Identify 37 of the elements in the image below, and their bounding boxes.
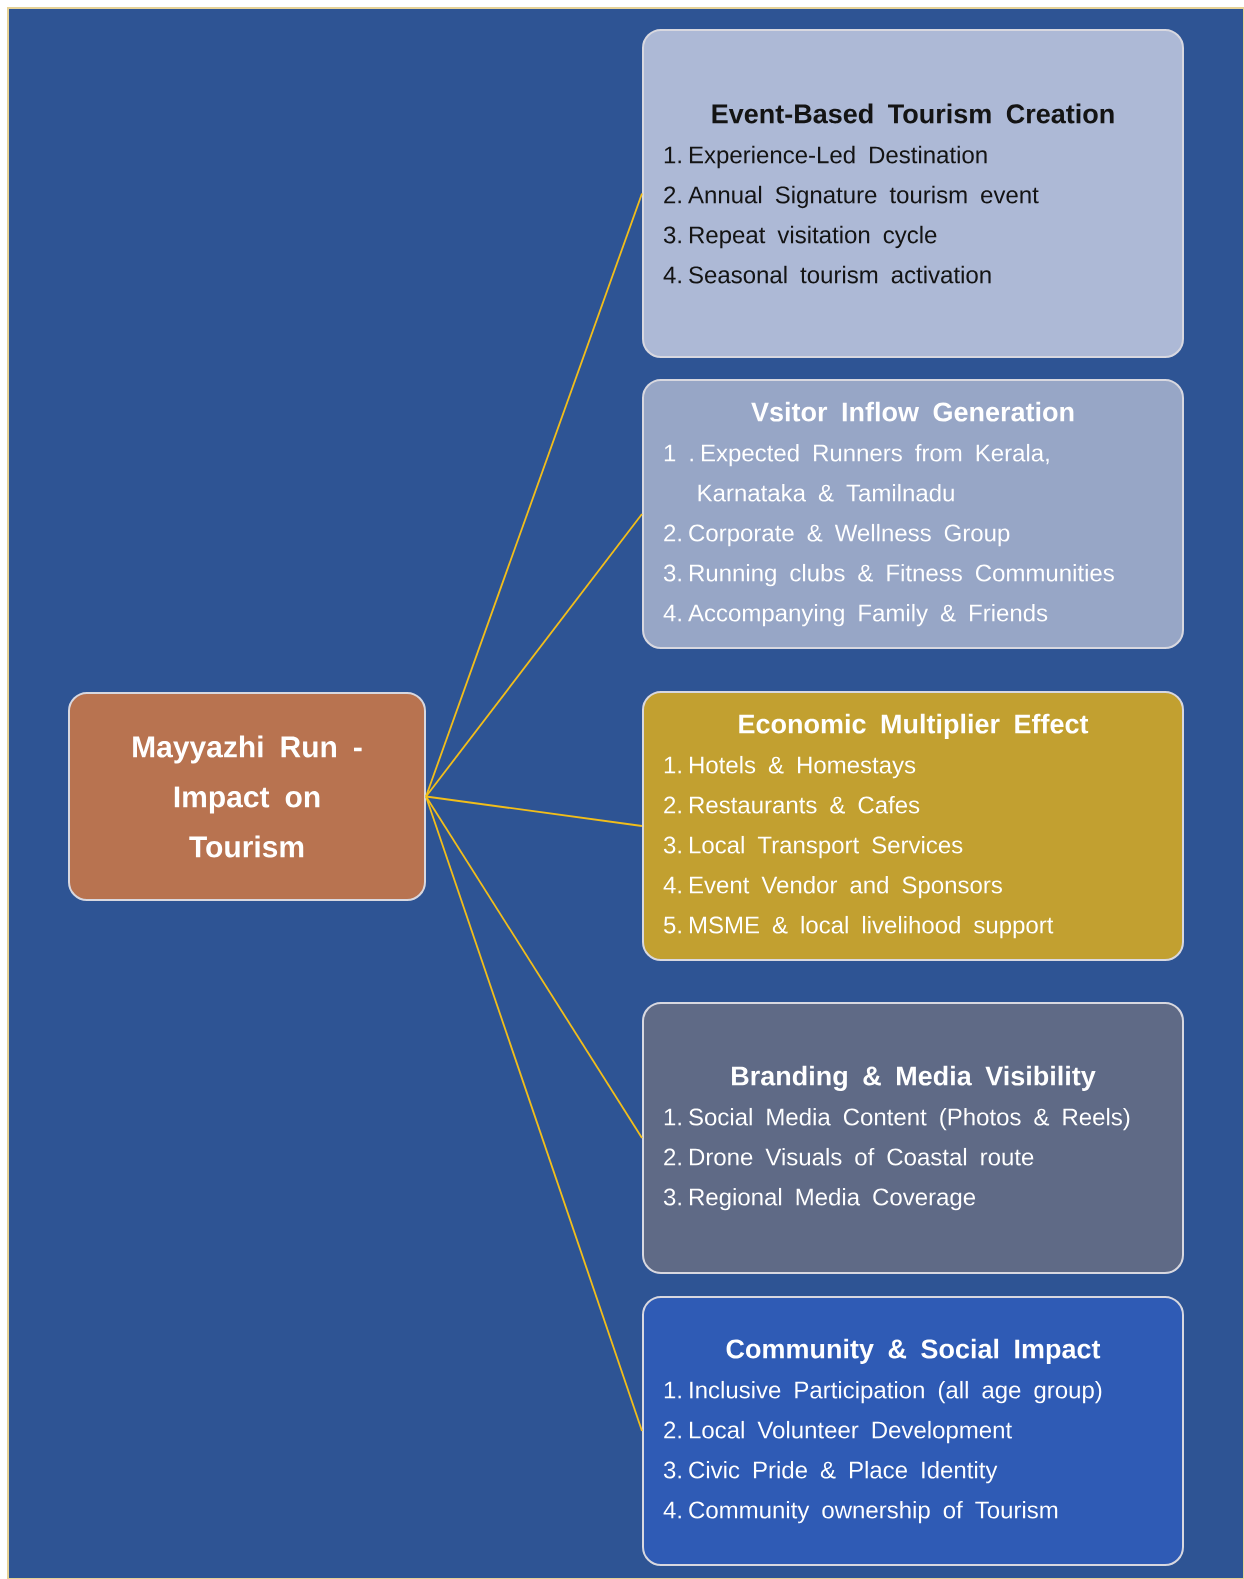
- connector-line: [425, 192, 643, 798]
- list-item: 4. Community ownership of Tourism: [663, 1500, 1058, 1524]
- info-box: [642, 1002, 1184, 1274]
- box-heading: Event-Based Tourism Creation: [712, 103, 1114, 124]
- box-heading: Vsitor Inflow Generation: [751, 401, 1074, 422]
- info-box: [642, 691, 1184, 961]
- list-item: 1. Hotels & Homestays: [664, 755, 916, 779]
- list-item: 4. Event Vendor and Sponsors: [663, 875, 1002, 899]
- list-item: 3. Local Transport Services: [663, 835, 963, 859]
- box-heading: Branding & Media Visibility: [732, 1065, 1096, 1092]
- list-item: 2. Drone Visuals of Coastal route: [664, 1147, 1034, 1166]
- list-item: 3. Repeat visitation cycle: [663, 225, 937, 249]
- connector-line: [425, 513, 643, 798]
- list-item: 2. Annual Signature tourism event: [664, 185, 1039, 209]
- connector-line: [425, 795, 643, 827]
- box-heading: Economic Multiplier Effect: [739, 713, 1089, 739]
- list-item: 2. Local Volunteer Development: [664, 1420, 1012, 1444]
- topic-box: [68, 692, 426, 901]
- list-item: 1. Inclusive Participation (all age group): [664, 1380, 1102, 1404]
- info-box: [642, 1296, 1184, 1566]
- box-heading: Community & Social Impact: [726, 1338, 1101, 1364]
- node-title: Mayyazhi Run - Impact on Tourism: [133, 735, 362, 858]
- list-item: 4. Seasonal tourism activation: [663, 265, 991, 284]
- list-item: 4. Accompanying Family & Friends: [663, 603, 1048, 627]
- list-item: 3. Regional Media Coverage: [663, 1187, 976, 1211]
- list-item: 5. MSME & local livelihood support: [663, 915, 1054, 939]
- connector-line: [425, 795, 643, 1432]
- list-item: 3. Civic Pride & Place Identity: [663, 1460, 998, 1484]
- list-item: 1. Experience-Led Destination: [664, 145, 987, 169]
- list-item: 1 . Expected Runners from Kerala, Karnataka & Tamilnadu: [664, 443, 1049, 502]
- info-box: [642, 379, 1184, 649]
- info-box: [642, 29, 1184, 358]
- list-item: 2. Corporate & Wellness Group: [664, 523, 1010, 547]
- list-item: 2. Restaurants & Cafes: [664, 795, 920, 814]
- list-item: 1. Social Media Content (Photos & Reels): [664, 1107, 1130, 1131]
- list-item: 3. Running clubs & Fitness Communities: [663, 563, 1114, 587]
- connector-line: [425, 795, 643, 1139]
